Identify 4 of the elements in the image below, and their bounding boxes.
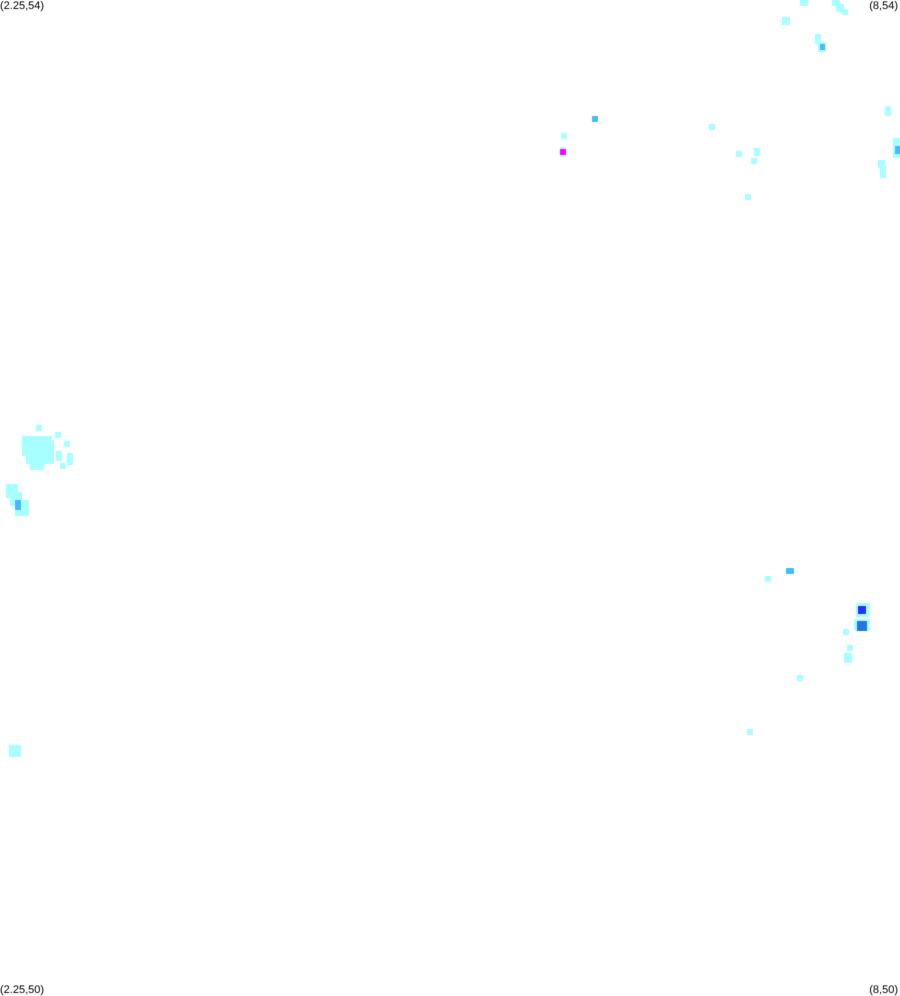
corner-coordinate-label: (8,50) xyxy=(869,984,898,996)
corner-coordinate-label: (2.25,50) xyxy=(0,984,44,996)
corner-coordinate-label: (2.25,54) xyxy=(0,0,44,12)
corner-coordinate-label: (8,54) xyxy=(869,0,898,12)
